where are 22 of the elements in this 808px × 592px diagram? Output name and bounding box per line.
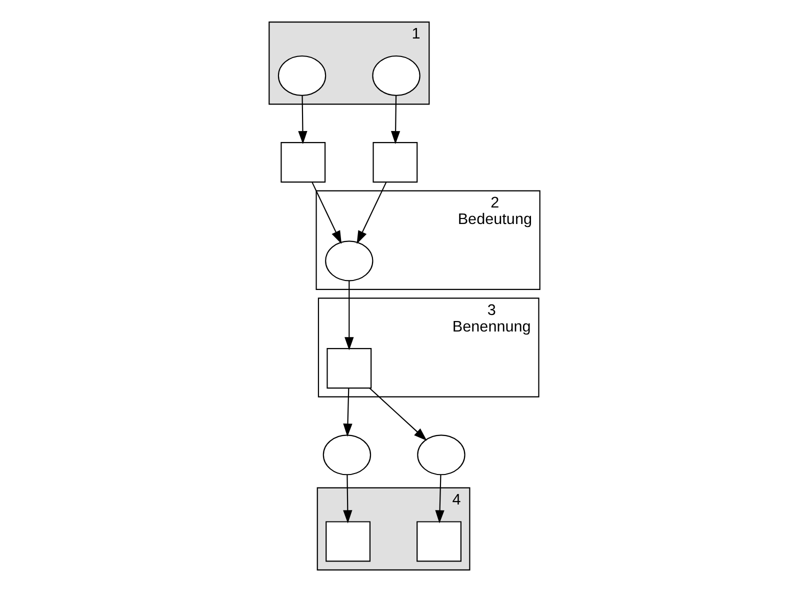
arrow [390, 96, 400, 144]
arrow [356, 182, 386, 244]
node-box [416, 521, 461, 562]
node-circle [322, 434, 371, 476]
cluster: 4 [316, 487, 470, 571]
arrow [434, 474, 444, 524]
arrow [342, 388, 352, 437]
node-circle [324, 240, 373, 282]
cluster: 2 Bedeutung [315, 190, 540, 290]
node-box [372, 142, 418, 183]
cluster: 1 [268, 21, 430, 105]
node-circle [416, 434, 465, 476]
node-circle [277, 55, 326, 96]
cluster: 3 Benennung [317, 298, 539, 398]
arrow [298, 96, 307, 144]
node-box [326, 348, 372, 389]
arrow [342, 474, 352, 524]
node-circle [372, 55, 420, 96]
node-box [280, 142, 326, 183]
node-box [325, 521, 370, 562]
arrow [368, 388, 426, 441]
arrow [344, 280, 354, 350]
